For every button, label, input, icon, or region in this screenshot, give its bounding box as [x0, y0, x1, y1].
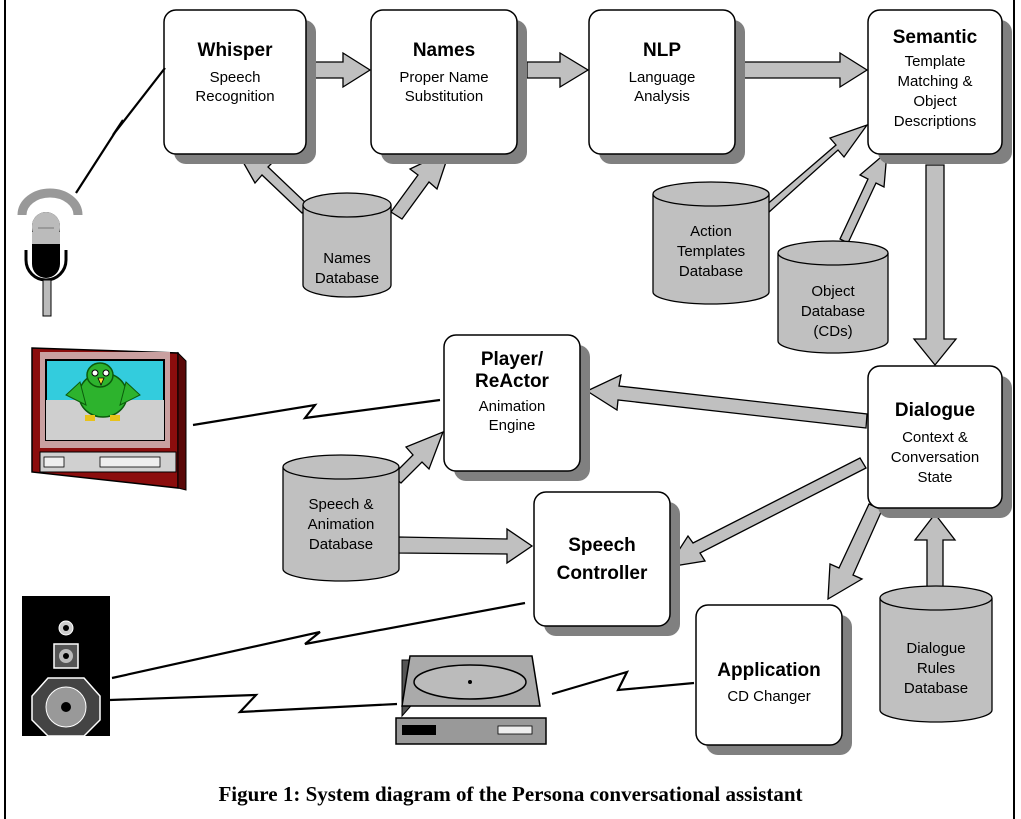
semantic-line-1: Template [905, 53, 966, 70]
names-db-line-1: Names [323, 250, 371, 267]
speech-controller-title-1: Speech [568, 535, 636, 556]
figure-caption: Figure 1: System diagram of the Persona … [218, 782, 803, 806]
semantic-line-4: Descriptions [894, 113, 977, 130]
arrow-semantic-to-dialogue [912, 164, 958, 367]
nlp-line-1: Language [629, 69, 696, 86]
arrow-namesdb-to-names [390, 148, 452, 220]
nlp-title: NLP [643, 40, 681, 61]
box-dialogue: Dialogue Context & Conversation State [867, 365, 1012, 518]
whisper-line-1: Speech [210, 69, 261, 86]
arrow-names-to-nlp [526, 51, 590, 89]
box-player: Player/ ReActor Animation Engine [443, 334, 590, 481]
player-line-1: Animation [479, 398, 546, 415]
semantic-line-2: Matching & [897, 73, 972, 90]
names-title: Names [413, 40, 475, 61]
arrow-speechdb-to-speechctrl [397, 527, 534, 565]
names-line-2: Substitution [405, 88, 483, 105]
cd-player-icon [395, 655, 547, 745]
arrow-dialogue-to-application [827, 503, 883, 601]
arrow-nlp-to-semantic [743, 51, 869, 89]
dialogue-line-3: State [917, 469, 952, 486]
db-object: Object Database (CDs) [777, 240, 889, 354]
arrow-speechdb-to-player [391, 430, 445, 484]
db-dialogue-rules: Dialogue Rules Database [879, 585, 993, 723]
action-db-line-1: Action [690, 223, 732, 240]
box-names: Names Proper Name Substitution [370, 9, 527, 164]
box-application: Application CD Changer [695, 604, 852, 755]
action-db-line-2: Templates [677, 243, 745, 260]
rules-db-line-1: Dialogue [906, 640, 965, 657]
lightning-speaker-to-cdplayer [109, 693, 398, 714]
object-db-line-1: Object [811, 283, 855, 300]
names-line-1: Proper Name [399, 69, 488, 86]
object-db-line-2: Database [801, 303, 865, 320]
dialogue-line-1: Context & [902, 429, 968, 446]
lightning-tv-to-player [192, 398, 441, 427]
player-title-1: Player/ [481, 349, 544, 370]
whisper-line-2: Recognition [195, 88, 274, 105]
arrow-whisper-to-names [306, 51, 372, 89]
action-db-line-3: Database [679, 263, 743, 280]
db-speech-animation: Speech & Animation Database [282, 454, 400, 582]
speech-db-line-1: Speech & [308, 496, 373, 513]
player-title-2: ReActor [475, 371, 550, 392]
microphone-icon [17, 188, 83, 317]
arrow-actiondb-to-semantic [763, 123, 869, 214]
db-names: Names Database [302, 192, 392, 298]
player-line-2: Engine [489, 417, 536, 434]
speech-db-line-3: Database [309, 536, 373, 553]
arrow-dialogue-to-player [585, 373, 868, 429]
television-icon [31, 347, 187, 491]
speaker-icon [22, 596, 110, 737]
db-action-templates: Action Templates Database [652, 181, 770, 305]
rules-db-line-2: Rules [917, 660, 955, 677]
box-nlp: NLP Language Analysis [588, 9, 745, 164]
dialogue-line-2: Conversation [891, 449, 979, 466]
figure-frame [4, 0, 1015, 819]
box-semantic: Semantic Template Matching & Object Desc… [867, 9, 1012, 164]
lightning-mic-to-whisper [75, 67, 166, 194]
speech-db-line-2: Animation [308, 516, 375, 533]
whisper-title: Whisper [198, 40, 274, 61]
system-diagram: Whisper Speech Recognition Names Proper … [17, 9, 1012, 755]
rules-db-line-3: Database [904, 680, 968, 697]
object-db-line-3: (CDs) [813, 323, 852, 340]
application-title: Application [717, 660, 820, 681]
arrow-objectdb-to-semantic [839, 150, 888, 244]
dialogue-title: Dialogue [895, 400, 975, 421]
speech-controller-title-2: Controller [557, 563, 648, 584]
lightning-cdplayer-to-application [551, 670, 695, 696]
arrow-dialogue-to-speechctrl [666, 457, 867, 568]
nlp-line-2: Analysis [634, 88, 690, 105]
box-whisper: Whisper Speech Recognition [163, 9, 316, 164]
semantic-title: Semantic [893, 27, 978, 48]
semantic-line-3: Object [913, 93, 957, 110]
names-db-line-2: Database [315, 270, 379, 287]
box-speech-controller: Speech Controller [533, 491, 680, 636]
arrow-rulesdb-to-dialogue [913, 512, 957, 591]
lightning-speaker-to-speechctrl-1 [111, 601, 526, 680]
application-line-1: CD Changer [727, 688, 810, 705]
